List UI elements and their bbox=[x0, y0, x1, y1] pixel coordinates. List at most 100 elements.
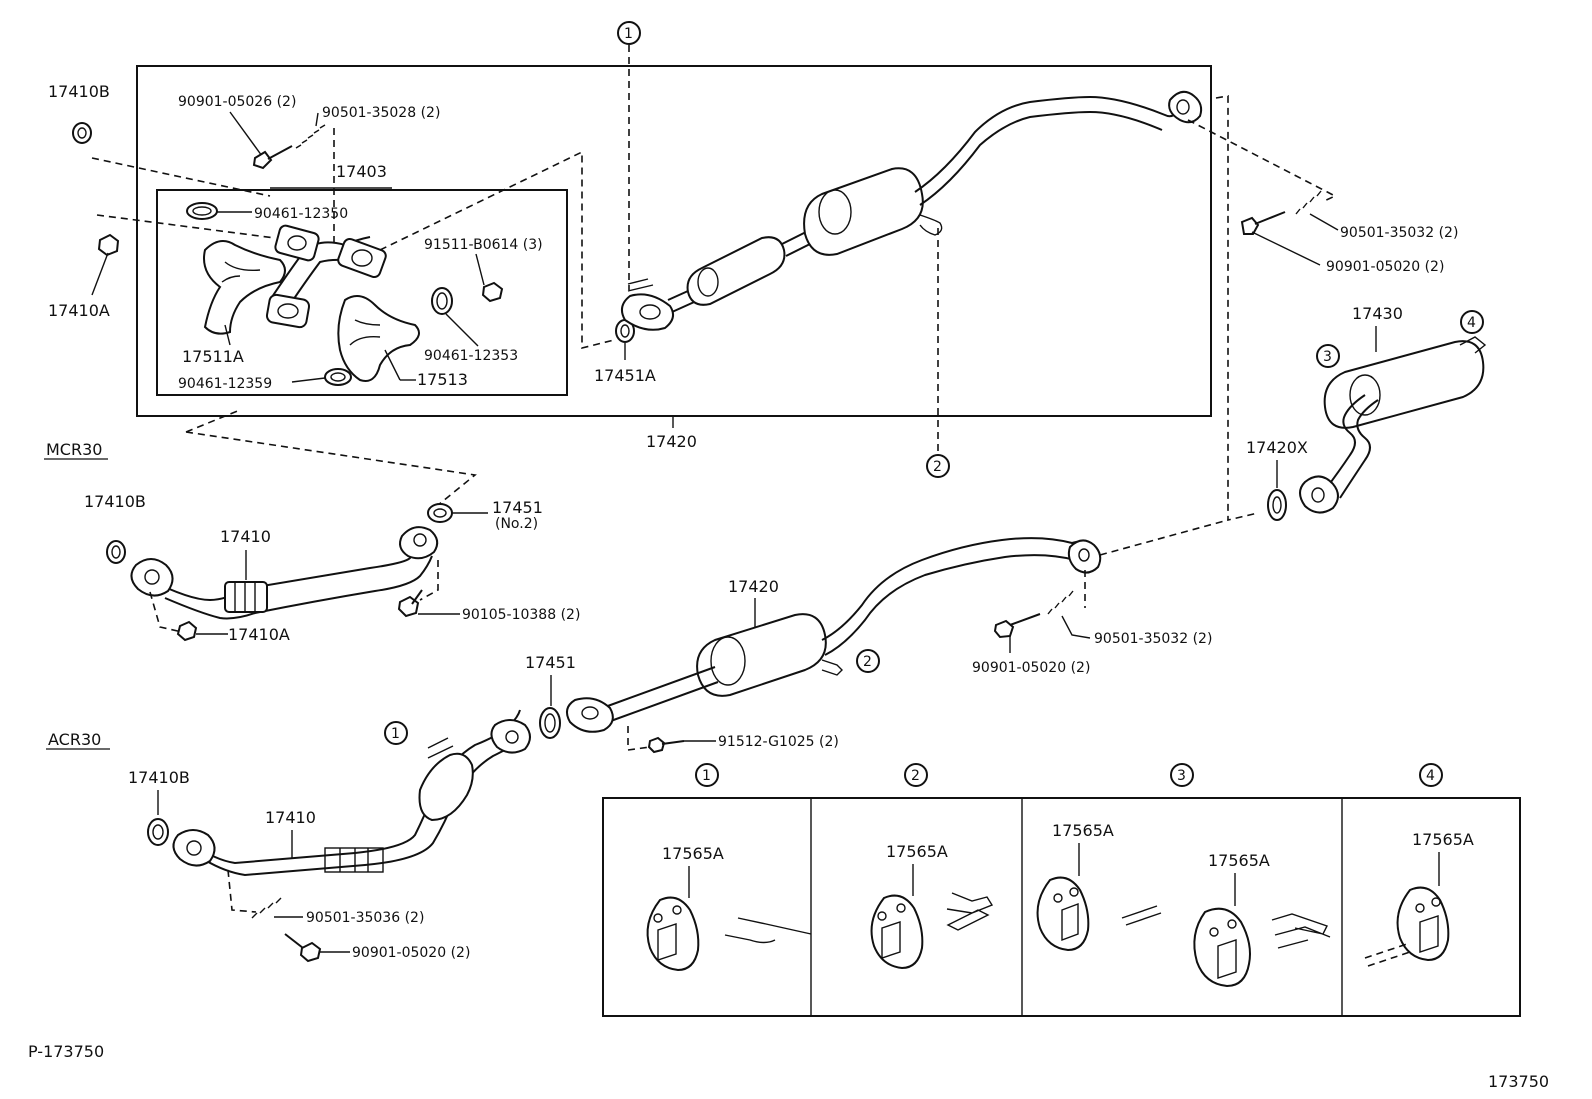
ref-marker-2-top bbox=[926, 454, 950, 478]
cell-3a-part-label: 17565A bbox=[1052, 821, 1114, 840]
label-90461-12350: 90461-12350 bbox=[254, 206, 348, 222]
flex-joint-17410-acr bbox=[324, 847, 384, 873]
gasket-17420X bbox=[1267, 489, 1287, 521]
table-header-2-label: 2 bbox=[911, 768, 920, 784]
flange-17420-rear bbox=[1168, 90, 1203, 124]
table-header-4 bbox=[1419, 763, 1443, 787]
label-90501-35036: 90501-35036 (2) bbox=[306, 910, 424, 926]
ref-marker-2-mid bbox=[856, 649, 880, 673]
ref-marker-1-acr bbox=[384, 721, 408, 745]
gasket-17410B-acr bbox=[147, 818, 169, 846]
label-90461-12359: 90461-12359 bbox=[178, 376, 272, 392]
model-label-acr30: ACR30 bbox=[48, 730, 101, 749]
gasket-17451 bbox=[539, 707, 561, 739]
rear-muffler-17430 bbox=[1323, 340, 1485, 429]
model-label-mcr30: MCR30 bbox=[46, 440, 102, 459]
label-17451A: 17451A bbox=[594, 366, 656, 385]
gasket-17410B-mcr bbox=[106, 540, 126, 564]
label-90501-35028: 90501-35028 (2) bbox=[322, 105, 440, 121]
label-17451-no2: 17451 bbox=[492, 498, 543, 517]
label-90901-05020-mid: 90901-05020 (2) bbox=[972, 660, 1090, 676]
table-header-4-label: 4 bbox=[1426, 768, 1435, 784]
ref-marker-1-top-label: 1 bbox=[624, 26, 633, 42]
table-header-1 bbox=[695, 763, 719, 787]
stud-90501-35032-mid bbox=[1047, 590, 1074, 615]
label-90901-05020-top: 90901-05020 (2) bbox=[1326, 259, 1444, 275]
gasket-17410B-top bbox=[72, 122, 92, 144]
label-91511-B0614: 91511-B0614 (3) bbox=[424, 237, 543, 253]
flange-17410-acr-front bbox=[172, 829, 216, 867]
insulator-17513 bbox=[337, 295, 420, 382]
ref-marker-4-top bbox=[1460, 310, 1484, 334]
hanger-17565A-cell-1 bbox=[646, 896, 700, 972]
flange-17420-mid-rear bbox=[1067, 539, 1102, 574]
footer-left-code: P-173750 bbox=[28, 1042, 104, 1061]
table-header-2 bbox=[904, 763, 928, 787]
label-17410B-mcr: 17410B bbox=[84, 492, 146, 511]
flex-joint-17410-mcr bbox=[224, 581, 268, 613]
label-90901-05026: 90901-05026 (2) bbox=[178, 94, 296, 110]
main-muffler-17420-mid bbox=[696, 613, 827, 697]
label-17420-top: 17420 bbox=[646, 432, 697, 451]
flange-17420-front bbox=[620, 293, 675, 331]
clamp-90461-12353 bbox=[431, 287, 453, 315]
label-17451: 17451 bbox=[525, 653, 576, 672]
catalytic-converter-17410-acr bbox=[418, 752, 474, 822]
detail-table-frame bbox=[602, 797, 1521, 1017]
label-17410B-top: 17410B bbox=[48, 82, 110, 101]
label-17451-no2-sub: (No.2) bbox=[495, 516, 538, 532]
insulator-17511A bbox=[203, 240, 286, 335]
stud-90501-35036 bbox=[251, 897, 282, 919]
bolt-90901-05020-top bbox=[1240, 216, 1260, 235]
sub-muffler-17420 bbox=[686, 236, 786, 306]
table-header-3 bbox=[1170, 763, 1194, 787]
gasket-17451-no2 bbox=[427, 503, 453, 523]
label-17430: 17430 bbox=[1352, 304, 1403, 323]
flange-17410-acr-rear bbox=[490, 719, 531, 754]
front-pipe-17410-mcr bbox=[149, 537, 421, 602]
ref-marker-3-top bbox=[1316, 344, 1340, 368]
assembly-17420-frame bbox=[136, 65, 1212, 417]
ref-marker-2-mid-label: 2 bbox=[863, 654, 872, 670]
flange-17410-mcr-front bbox=[130, 558, 174, 597]
label-17513: 17513 bbox=[417, 370, 468, 389]
ref-marker-1-top bbox=[617, 21, 641, 45]
label-90461-12353: 90461-12353 bbox=[424, 348, 518, 364]
bolt-91512-G1025 bbox=[647, 736, 666, 754]
label-17410A-top: 17410A bbox=[48, 301, 110, 320]
nut-17410A-mcr bbox=[176, 620, 198, 642]
main-muffler-17420-top bbox=[803, 167, 924, 256]
table-header-3-label: 3 bbox=[1177, 768, 1186, 784]
bolt-90901-05020-acr bbox=[299, 941, 322, 963]
bolt-91511-B0614 bbox=[481, 281, 504, 303]
label-17410B-acr: 17410B bbox=[128, 768, 190, 787]
label-90501-35032-mid: 90501-35032 (2) bbox=[1094, 631, 1212, 647]
stud-90501-35032-top bbox=[1295, 190, 1322, 215]
table-header-1-label: 1 bbox=[702, 768, 711, 784]
hanger-17565A-cell-2 bbox=[870, 894, 924, 970]
label-91512-G1025: 91512-G1025 (2) bbox=[718, 734, 839, 750]
ref-marker-4-top-label: 4 bbox=[1467, 315, 1476, 331]
ref-marker-1-acr-label: 1 bbox=[391, 726, 400, 742]
nut-17410A-top bbox=[97, 233, 120, 257]
label-90501-35032-top: 90501-35032 (2) bbox=[1340, 225, 1458, 241]
flange-17403-c bbox=[265, 293, 311, 329]
label-17511A: 17511A bbox=[182, 347, 244, 366]
flange-17403-a bbox=[274, 224, 320, 262]
flange-17430 bbox=[1299, 475, 1339, 514]
hanger-17565A-cell-4 bbox=[1396, 886, 1450, 962]
bolt-90901-05026 bbox=[252, 150, 273, 170]
bolt-90901-05020-mid bbox=[993, 619, 1015, 639]
flange-17420-mid-front bbox=[565, 697, 614, 733]
clamp-90461-12350 bbox=[186, 202, 218, 220]
clamp-90461-12359 bbox=[324, 368, 352, 386]
cell-1-part-label: 17565A bbox=[662, 844, 724, 863]
label-17410A-mcr: 17410A bbox=[228, 625, 290, 644]
flange-17410-mcr-rear bbox=[399, 526, 439, 560]
ref-marker-2-top-label: 2 bbox=[933, 459, 942, 475]
label-17420-mid: 17420 bbox=[728, 577, 779, 596]
hanger-17565A-cell-3a bbox=[1036, 876, 1090, 952]
label-17403: 17403 bbox=[336, 162, 387, 181]
label-90901-05020-acr: 90901-05020 (2) bbox=[352, 945, 470, 961]
